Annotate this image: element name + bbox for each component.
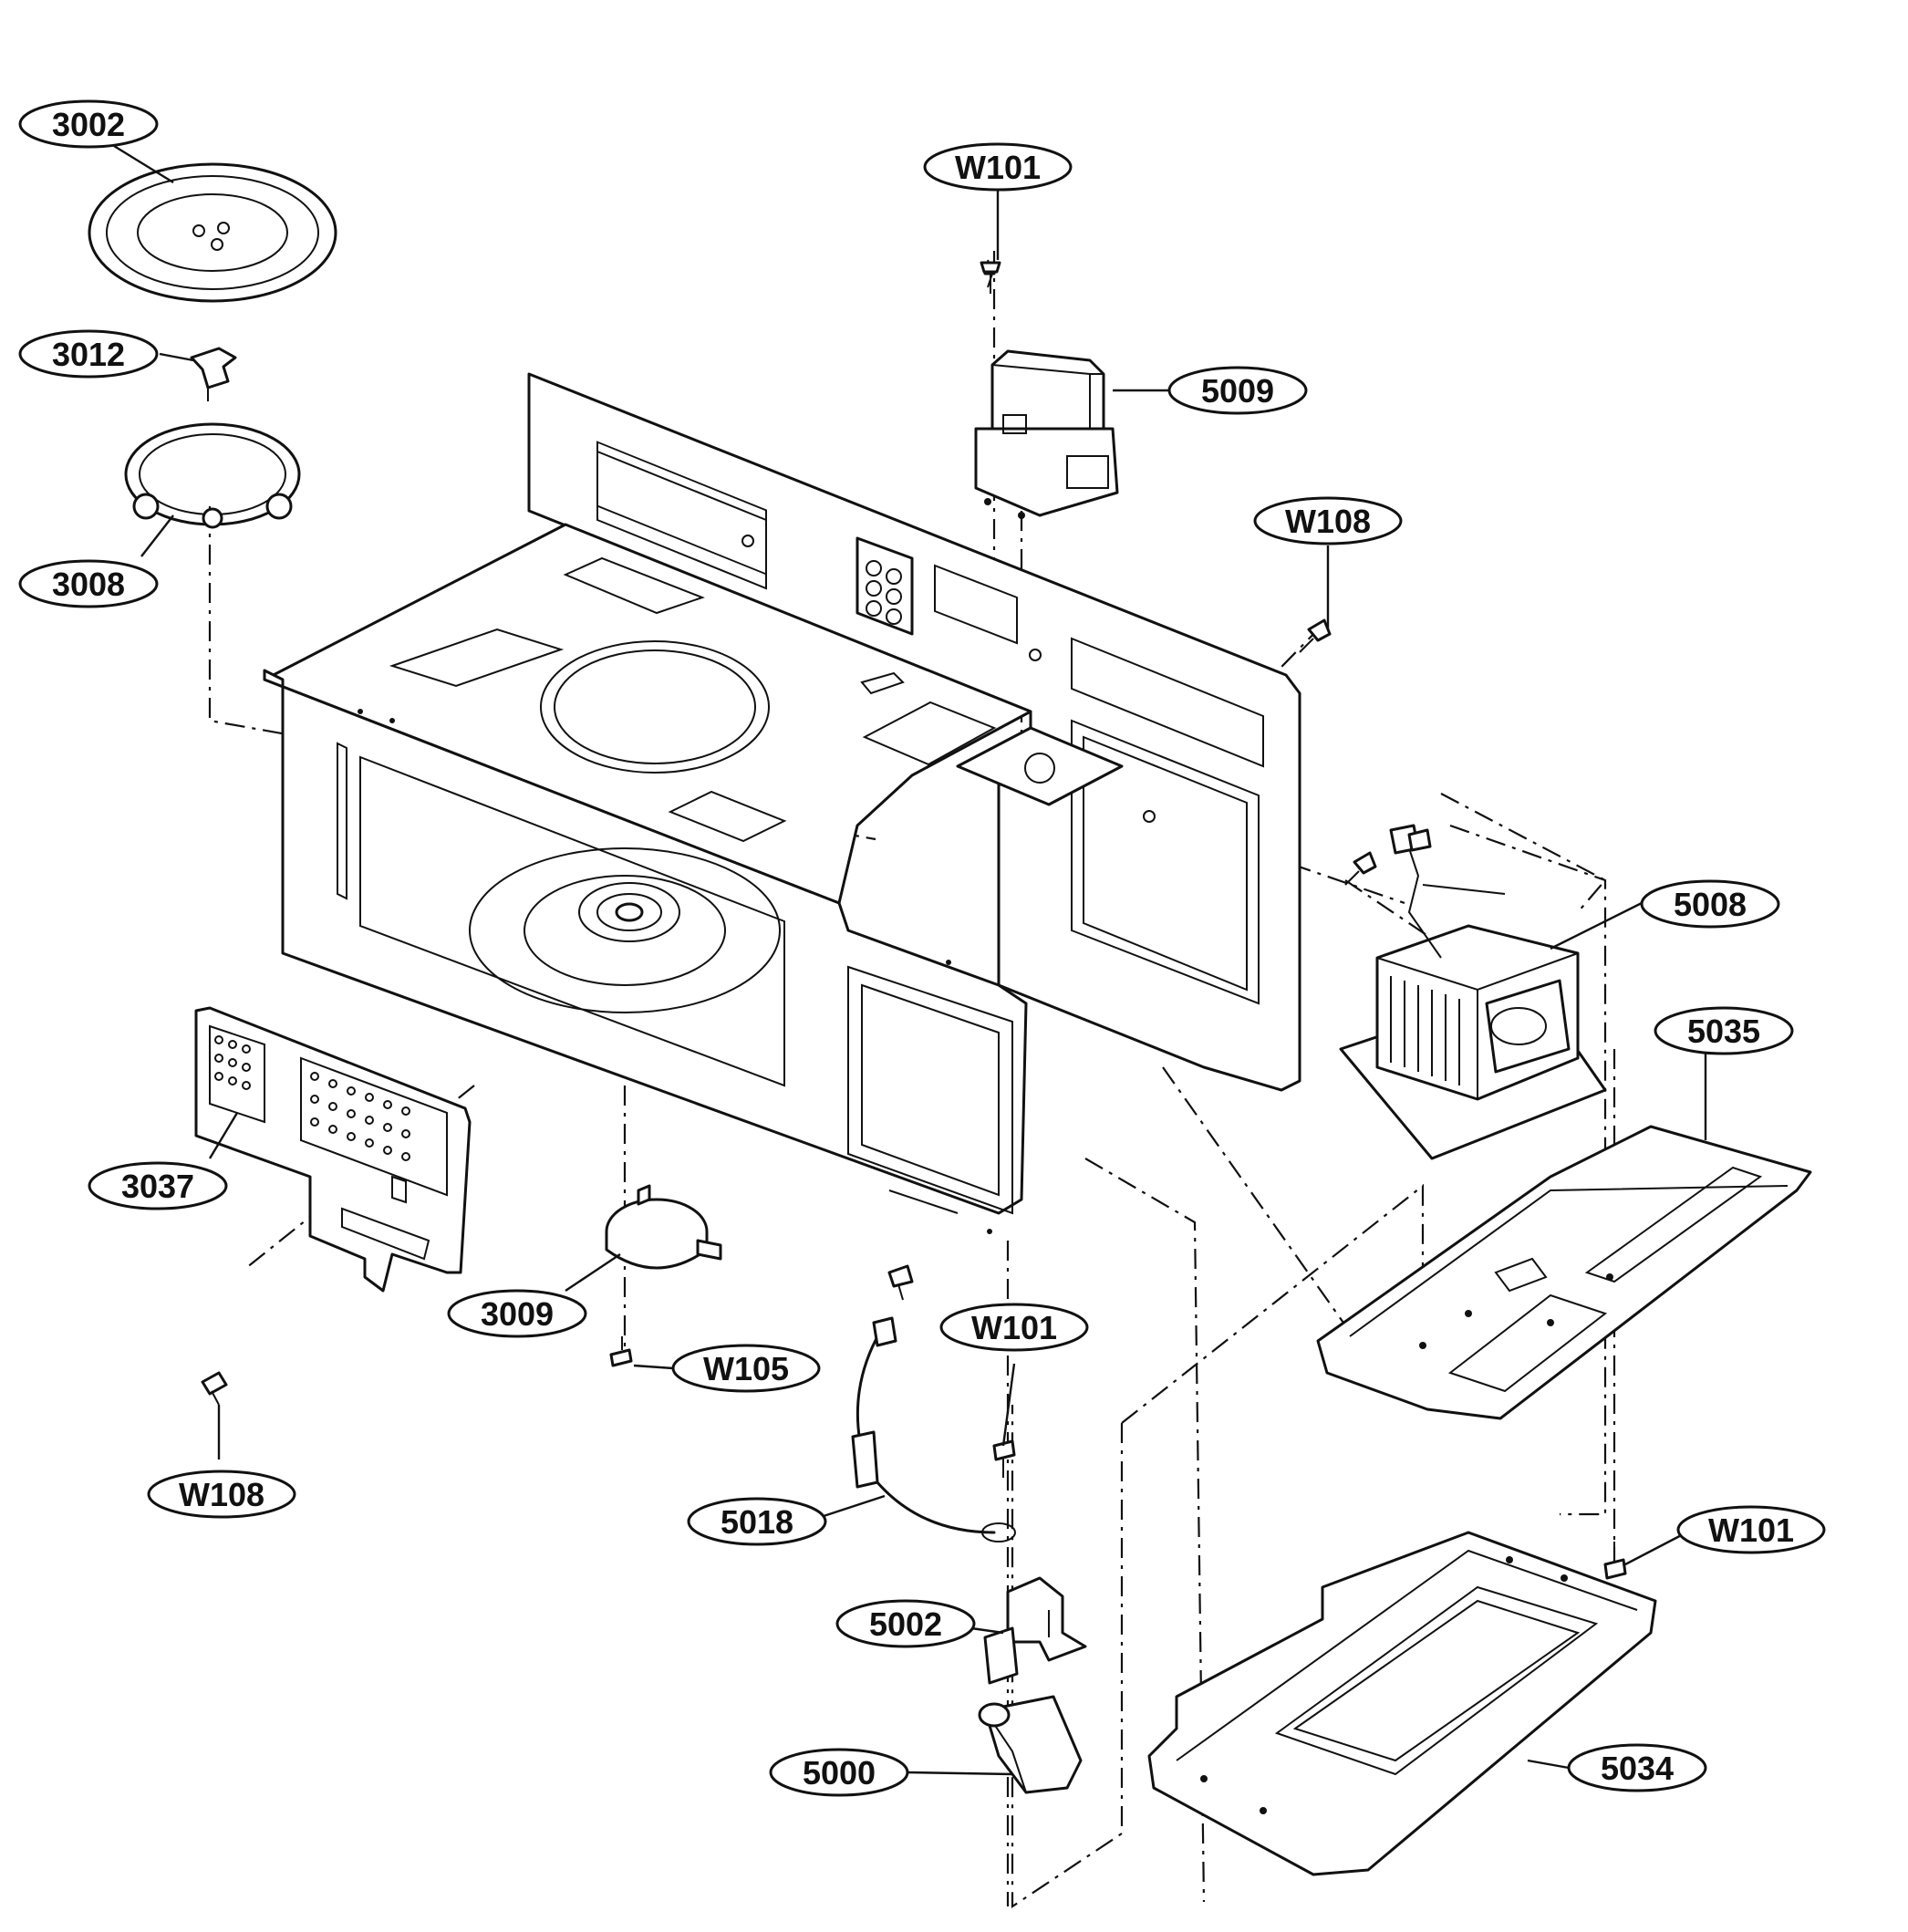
callout-5009: 5009: [1167, 366, 1308, 415]
bottom-cover-part: [1147, 1531, 1657, 1876]
oven-cavity-part: [263, 372, 1301, 1234]
fuse-part: [978, 1695, 1083, 1794]
screw-w108-right: [1299, 618, 1332, 653]
roller-ring-part: [124, 422, 301, 529]
callout-5000: 5000: [769, 1748, 909, 1797]
callout-w101-center: W101: [939, 1303, 1089, 1352]
callout-5018-label: 5018: [721, 1503, 793, 1541]
callout-3008-label: 3008: [52, 566, 125, 603]
callout-w101-top-label: W101: [955, 149, 1041, 186]
callout-3002-label: 3002: [52, 106, 125, 143]
screw-mid-right: [1344, 851, 1377, 886]
callout-5008-label: 5008: [1674, 886, 1747, 923]
callout-w101-center-label: W101: [971, 1309, 1057, 1346]
bracket-part: [983, 1576, 1087, 1685]
callout-w105: W105: [671, 1344, 821, 1393]
callout-3008: 3008: [18, 559, 159, 608]
base-plate-part: [1316, 1125, 1812, 1420]
callout-5034: 5034: [1567, 1743, 1707, 1792]
callout-5035: 5035: [1654, 1006, 1794, 1055]
screw-w105: [609, 1336, 633, 1367]
callout-w108-left-label: W108: [179, 1476, 264, 1513]
callout-w108-right-label: W108: [1285, 503, 1371, 540]
callout-5035-label: 5035: [1687, 1013, 1760, 1050]
vent-grille-part: [194, 1006, 472, 1293]
glass-tray-part: [88, 162, 337, 303]
screw-w108-left: [201, 1371, 228, 1406]
screw-w101-center: [992, 1439, 1016, 1478]
screw-front-center: [887, 1264, 914, 1301]
callout-w101-right-label: W101: [1708, 1511, 1794, 1549]
callout-5002-label: 5002: [869, 1605, 942, 1643]
callout-5018: 5018: [687, 1497, 827, 1546]
callout-5034-label: 5034: [1601, 1750, 1674, 1787]
callout-3012: 3012: [18, 329, 159, 379]
screw-w101-right: [1603, 1542, 1627, 1580]
callout-3037: 3037: [88, 1161, 228, 1210]
callout-3012-label: 3012: [52, 336, 125, 373]
callout-3002: 3002: [18, 99, 159, 149]
vent-grid-top: [668, 701, 997, 843]
transformer-part: [1339, 824, 1607, 1160]
magnetron-part: [974, 259, 1119, 519]
callout-w108-right: W108: [1253, 496, 1403, 545]
callout-3009: 3009: [447, 1289, 587, 1338]
callout-w105-label: W105: [703, 1350, 789, 1387]
callout-5009-label: 5009: [1201, 372, 1274, 410]
turntable-motor-part: [605, 1184, 722, 1270]
coupler-part: [190, 347, 237, 401]
screw-w101-top: [980, 261, 1001, 294]
callout-3037-label: 3037: [121, 1168, 194, 1205]
callout-3009-label: 3009: [481, 1295, 554, 1333]
callout-5000-label: 5000: [803, 1754, 876, 1792]
thermal-cord-part: [851, 1316, 1016, 1542]
callout-w108-left: W108: [147, 1470, 296, 1519]
callout-5008: 5008: [1640, 879, 1780, 929]
callout-w101-top: W101: [923, 142, 1073, 192]
callout-w101-right: W101: [1676, 1505, 1826, 1554]
callout-5002: 5002: [835, 1599, 976, 1648]
